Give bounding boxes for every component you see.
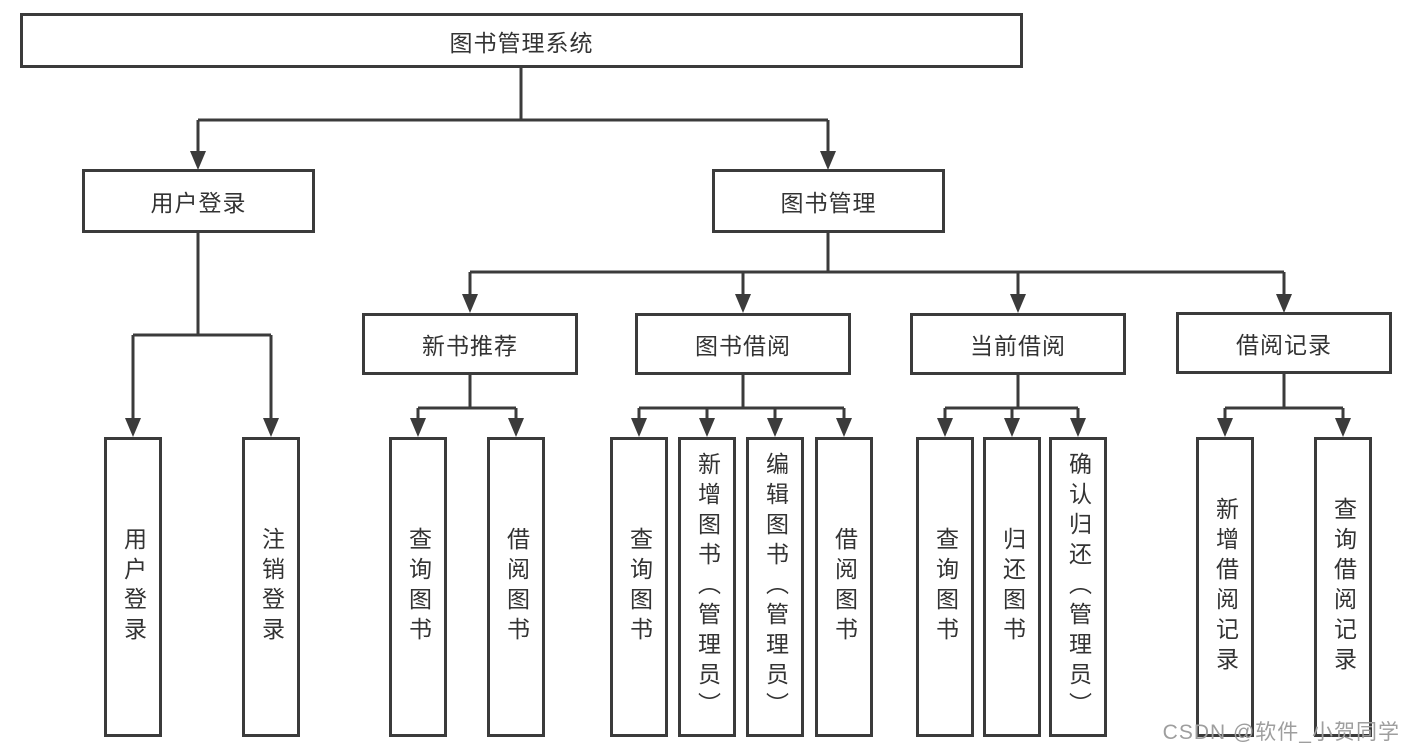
leaf-user-login: 用户登录 — [104, 437, 162, 737]
connector-current-to-leaves — [943, 375, 1080, 420]
leaf-borrow-book: 借阅图书 — [815, 437, 873, 737]
connector-lines-userlogin — [131, 233, 273, 420]
leaf-query-book-borrow: 查询图书 — [610, 437, 668, 737]
leaf-edit-book-admin: 编辑图书（管理员） — [746, 437, 804, 737]
arrowheads — [125, 151, 1351, 437]
csdn-watermark: CSDN @软件_小贺同学 — [1162, 721, 1400, 744]
connector-lines-records — [1223, 373, 1345, 420]
node-current-borrowing: 当前借阅 — [910, 313, 1126, 375]
node-library-management-system: 图书管理系统 — [20, 13, 1023, 68]
connector-bookmgmt-to-level3 — [468, 232, 1286, 296]
leaf-add-book-admin: 新增图书（管理员） — [678, 437, 736, 737]
leaf-return-book: 归还图书 — [983, 437, 1041, 737]
node-user-login: 用户登录 — [82, 169, 315, 233]
connector-newbook-to-leaves — [416, 375, 518, 420]
connector-lines-current — [943, 375, 1080, 420]
connector-records-to-leaves — [1223, 373, 1345, 420]
connector-root-to-level2 — [196, 68, 830, 152]
connector-lines-newbook — [416, 375, 518, 420]
connector-borrow-to-leaves — [637, 375, 846, 420]
node-book-borrowing: 图书借阅 — [635, 313, 851, 375]
leaf-query-book-recommend: 查询图书 — [389, 437, 447, 737]
leaf-logout: 注销登录 — [242, 437, 300, 737]
node-book-management: 图书管理 — [712, 169, 945, 233]
leaf-query-borrow-record: 查询借阅记录 — [1314, 437, 1372, 737]
connector-lines-bookmgmt — [468, 232, 1286, 296]
node-borrowing-records: 借阅记录 — [1176, 312, 1392, 374]
connector-lines-borrow — [637, 375, 846, 420]
leaf-add-borrow-record: 新增借阅记录 — [1196, 437, 1254, 737]
leaf-borrow-book-recommend: 借阅图书 — [487, 437, 545, 737]
connector-userlogin-to-leaves — [131, 233, 273, 420]
connector-lines-root — [196, 68, 830, 152]
leaf-query-book-current: 查询图书 — [916, 437, 974, 737]
leaf-confirm-return-admin: 确认归还（管理员） — [1049, 437, 1107, 737]
node-new-book-recommendation: 新书推荐 — [362, 313, 578, 375]
